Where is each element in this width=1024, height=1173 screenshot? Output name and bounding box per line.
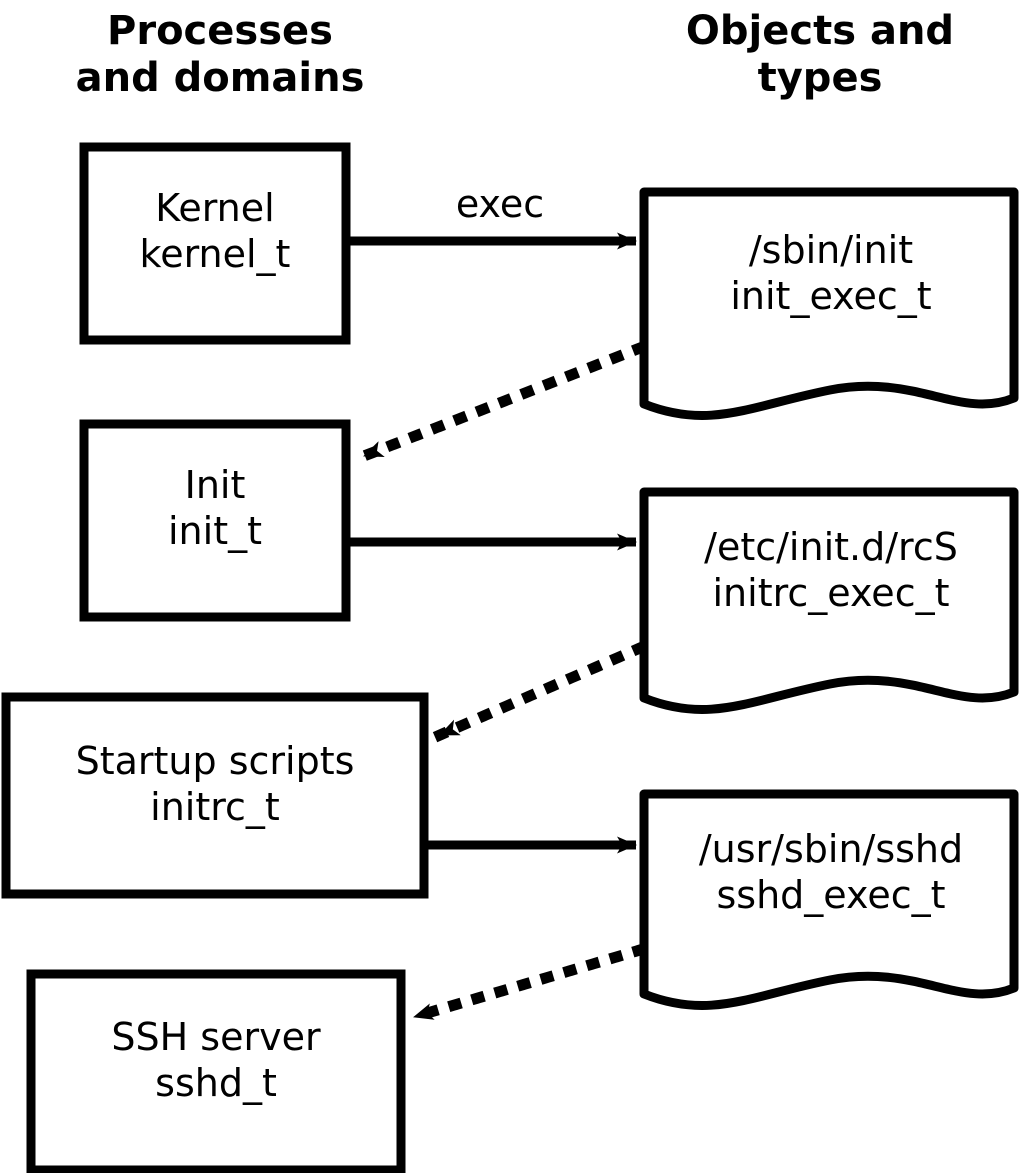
edge-initrc-exec-to-initrc <box>432 640 648 743</box>
process-box-kernel[interactable] <box>79 142 351 345</box>
process-box-initrc[interactable] <box>1 692 429 899</box>
object-doc-sshd-exec[interactable] <box>639 789 1019 1010</box>
edge-init-exec-to-init <box>356 340 648 464</box>
object-doc-initrc-exec[interactable] <box>639 487 1019 714</box>
column-title-processes: Processes and domains <box>75 8 365 102</box>
column-title-objects: Objects and types <box>685 8 955 102</box>
edge-sshd-exec-to-sshd <box>407 943 647 1024</box>
process-box-init[interactable] <box>79 419 351 622</box>
object-doc-init-exec[interactable] <box>639 187 1019 420</box>
process-box-sshd[interactable] <box>26 969 406 1173</box>
edge-label-exec: exec <box>455 182 545 226</box>
